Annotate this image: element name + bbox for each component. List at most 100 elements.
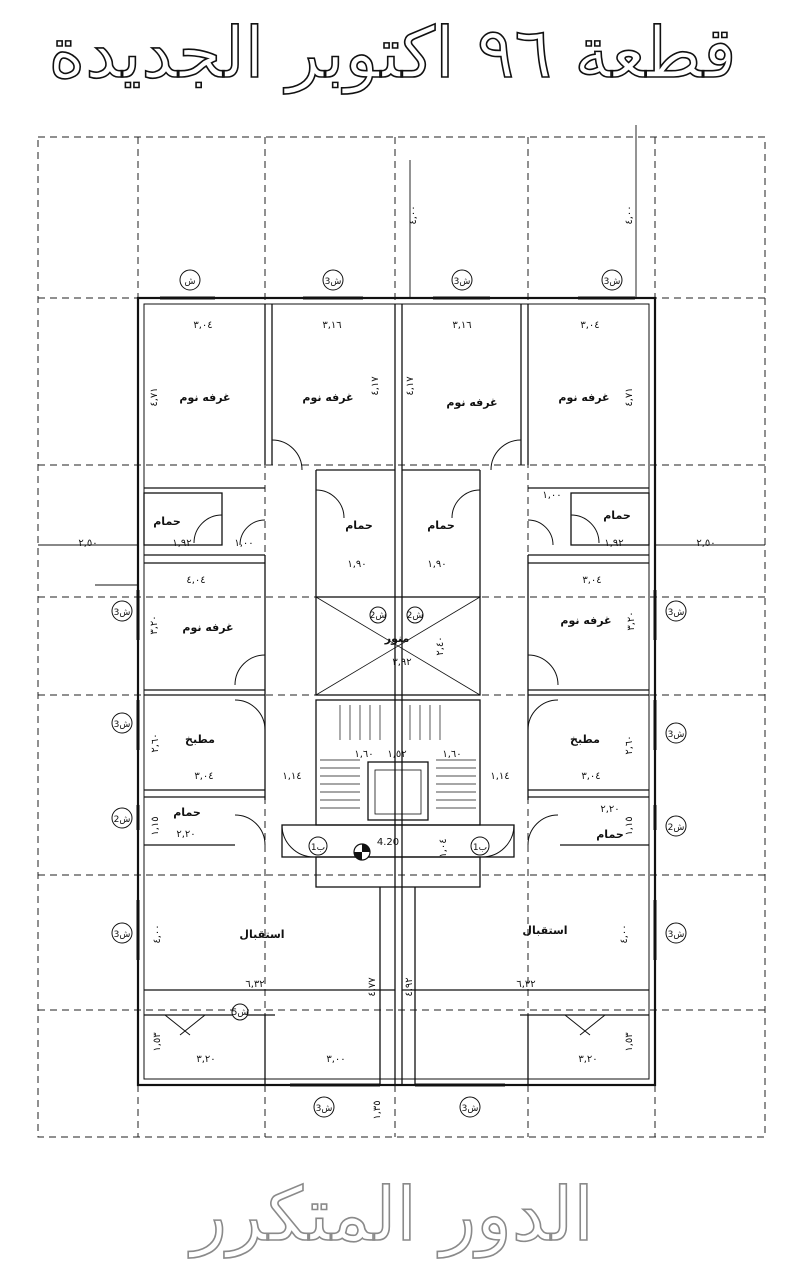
dim-rec-mid-1: ٤,٧٧ bbox=[367, 977, 378, 997]
dim-kitchen-w-1: ٣,٠٤ bbox=[194, 771, 213, 782]
tag-top-4: ش3 bbox=[604, 277, 621, 287]
dim-wc-w-2: ٢,٢٠ bbox=[600, 804, 619, 815]
room-bedroom-3: غرفه نوم bbox=[446, 396, 497, 409]
tag-door-1: ب1 bbox=[311, 843, 325, 853]
room-bedroom-4: غرفه نوم bbox=[558, 391, 609, 404]
dim-rec-mid-2: ٤,٩٢ bbox=[404, 977, 415, 996]
room-light-well: منور bbox=[384, 632, 410, 645]
tag-top-2: ش3 bbox=[325, 277, 342, 287]
room-reception-1: استقبال bbox=[239, 928, 284, 941]
dim-bottom-h: ١,٣٥ bbox=[372, 1100, 383, 1119]
tag-right-1: ش3 bbox=[668, 608, 685, 618]
dim-bath-core-1: ١,٩٠ bbox=[347, 559, 366, 570]
window-tag-circles bbox=[111, 269, 687, 1118]
room-bathroom-1: حمام bbox=[153, 515, 181, 528]
dim-bath-w-2: ١,٠٠ bbox=[234, 538, 253, 549]
dim-bed5-w: ٤,٠٤ bbox=[186, 575, 205, 586]
dim-kitchen-h-1: ٢,٦٠ bbox=[150, 733, 161, 752]
dimension-labels: ٣,٠٤ ٣,١٦ ٣,١٦ ٣,٠٤ ٤,٧١ ٤,١٧ ٤,١٧ ٤,٧١ … bbox=[78, 205, 715, 1119]
tag-left-2: ش3 bbox=[114, 720, 131, 730]
dim-stair-width: 4.20 bbox=[377, 837, 399, 848]
tag-balcony: ش5 bbox=[232, 1008, 249, 1018]
dim-bed-h-1: ٤,٧١ bbox=[149, 387, 160, 406]
windows bbox=[136, 296, 657, 1087]
room-reception-2: استقبال bbox=[522, 924, 567, 937]
window-tag-texts: ش ش3 ش3 ش3 ش3 ش3 ش3 ش3 ش2 ش2 ش3 ش3 ش3 ش3… bbox=[114, 277, 685, 1114]
tag-core-2: ش2 bbox=[407, 611, 424, 621]
room-bathroom-4: حمام bbox=[603, 509, 631, 522]
dim-balc-w-1: ٣,٢٠ bbox=[196, 1054, 215, 1065]
dim-bath-w-1: ١,٩٢ bbox=[172, 538, 191, 549]
tag-left-1: ش3 bbox=[114, 608, 131, 618]
dim-bed5-h: ٣,٢٠ bbox=[149, 615, 160, 634]
dim-bed6-h: ٣,٢٠ bbox=[626, 611, 637, 630]
dim-offset-left: ٢,٥٠ bbox=[78, 538, 97, 549]
dim-stair-2: ١,٥٢ bbox=[387, 749, 406, 760]
room-bedroom-2: غرفه نوم bbox=[302, 391, 353, 404]
dim-bath-w-4: ١,٩٢ bbox=[604, 538, 623, 549]
dim-wc-h-2: ١,١٥ bbox=[624, 816, 635, 835]
room-kitchen-1: مطبخ bbox=[185, 733, 215, 746]
room-bathroom-3: حمام bbox=[427, 519, 455, 532]
dim-landing-h: ١,٠٤ bbox=[438, 838, 449, 857]
tag-bottom-1: ش3 bbox=[316, 1104, 333, 1114]
dim-top-2: ٣,١٦ bbox=[322, 320, 341, 331]
tag-bottom-2: ش3 bbox=[462, 1104, 479, 1114]
tag-left-3: ش2 bbox=[114, 815, 131, 825]
plan-title: قطعة ٩٦ اكتوبر الجديدة bbox=[48, 11, 737, 95]
stair-treads bbox=[320, 705, 476, 809]
dim-balc-w-3: ٣,٢٠ bbox=[578, 1054, 597, 1065]
dim-kitchen-w-2: ٣,٠٤ bbox=[581, 771, 600, 782]
floor-label: الدور المتكرر bbox=[190, 1171, 594, 1259]
tag-top-1: ش bbox=[185, 277, 196, 287]
tag-right-2: ش3 bbox=[668, 730, 685, 740]
dim-corr-1: ١,١٤ bbox=[282, 771, 301, 782]
dim-bed-h-4: ٤,٧١ bbox=[624, 387, 635, 406]
tag-right-3: ش2 bbox=[668, 823, 685, 833]
dim-grid-side: ٤,٠٠ bbox=[624, 205, 635, 224]
tag-left-4: ش3 bbox=[114, 930, 131, 940]
dim-bed6-w: ٣,٠٤ bbox=[582, 575, 601, 586]
room-labels: غرفه نوم غرفه نوم غرفه نوم غرفه نوم حمام… bbox=[153, 391, 631, 941]
dim-core-h: ٢,٤٠ bbox=[435, 636, 446, 655]
outer-walls bbox=[136, 296, 657, 1087]
dim-core-w: ٣,٩٢ bbox=[392, 657, 411, 668]
dim-grid-top: ٤,٠٠ bbox=[408, 205, 419, 224]
room-bathroom-6: حمام bbox=[596, 828, 624, 841]
dim-rec-h-1: ٤,٠٠ bbox=[152, 924, 163, 943]
dim-bath-w-3: ١,٠٠ bbox=[542, 490, 561, 501]
room-bathroom-5: حمام bbox=[173, 806, 201, 819]
dim-offset-right: ٢,٥٠ bbox=[696, 538, 715, 549]
dim-wc-w-1: ٢,٢٠ bbox=[176, 829, 195, 840]
dim-top-1: ٣,٠٤ bbox=[193, 320, 212, 331]
dim-kitchen-h-2: ٢,٦٠ bbox=[624, 735, 635, 754]
room-kitchen-2: مطبخ bbox=[570, 733, 600, 746]
dim-bed-h-3: ٤,١٧ bbox=[405, 376, 416, 396]
room-bedroom-6: غرفه نوم bbox=[560, 614, 611, 627]
axis-lines bbox=[38, 125, 765, 586]
tag-right-4: ش3 bbox=[668, 930, 685, 940]
dim-rec-h-2: ٤,٠٠ bbox=[619, 924, 630, 943]
dim-bath-core-2: ١,٩٠ bbox=[427, 559, 446, 570]
dim-balc-h-1: ١,٥٣ bbox=[152, 1032, 163, 1052]
dim-stair-1: ١,٦٠ bbox=[354, 749, 373, 760]
dim-corr-2: ١,١٤ bbox=[490, 771, 509, 782]
tag-door-2: ب1 bbox=[473, 843, 487, 853]
dim-balc-w-2: ٣,٠٠ bbox=[326, 1054, 345, 1065]
dim-balc-h-2: ١,٥٣ bbox=[624, 1032, 635, 1052]
dim-stair-3: ١,٦٠ bbox=[442, 749, 461, 760]
door-swings bbox=[164, 439, 606, 1036]
dim-rec-w-2: ٦,٣٢ bbox=[516, 979, 535, 990]
dim-top-3: ٣,١٦ bbox=[452, 320, 471, 331]
room-bedroom-5: غرفه نوم bbox=[182, 621, 233, 634]
dim-wc-h-1: ١,١٥ bbox=[150, 816, 161, 835]
room-bedroom-1: غرفه نوم bbox=[179, 391, 230, 404]
north-arrow-icon bbox=[353, 843, 371, 861]
tag-core-1: ش2 bbox=[370, 611, 387, 621]
room-bathroom-2: حمام bbox=[345, 519, 373, 532]
tag-top-3: ش3 bbox=[454, 277, 471, 287]
dim-rec-w-1: ٦,٣٢ bbox=[245, 979, 264, 990]
dim-bed-h-2: ٤,١٧ bbox=[370, 376, 381, 396]
dim-top-4: ٣,٠٤ bbox=[580, 320, 599, 331]
